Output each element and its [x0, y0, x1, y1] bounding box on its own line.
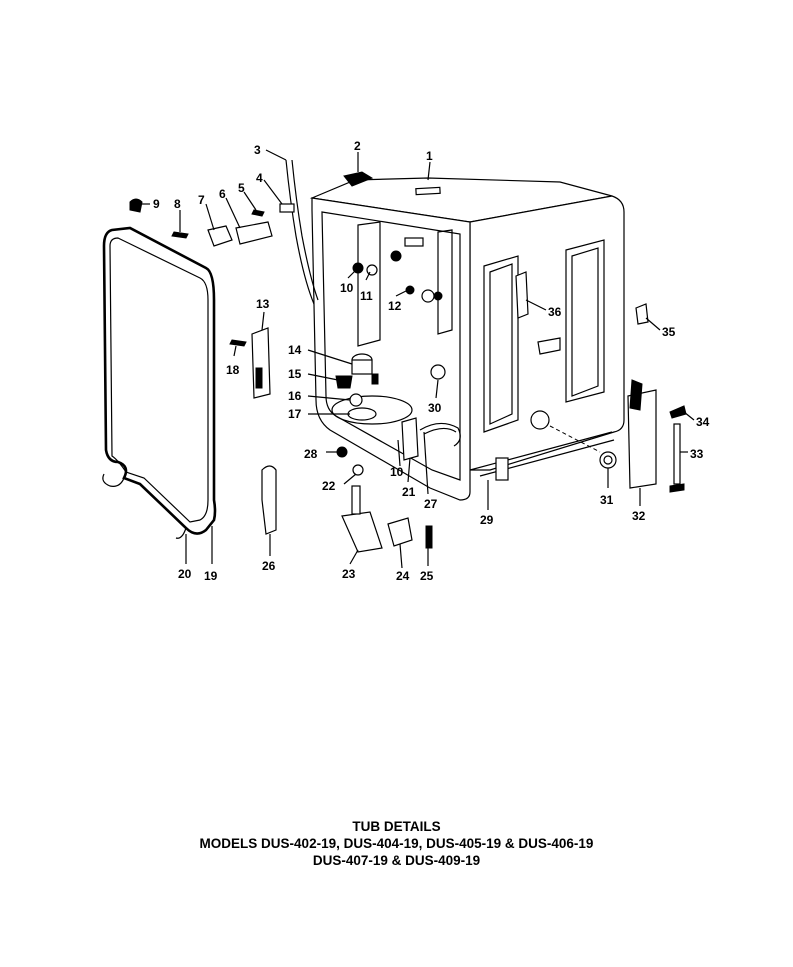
callout-8: 8 — [174, 197, 181, 211]
callout-33: 33 — [690, 447, 704, 461]
caption-title: TUB DETAILS — [352, 819, 441, 834]
callout-23: 23 — [342, 567, 356, 581]
callout-15: 15 — [288, 367, 302, 381]
callout-16: 16 — [288, 389, 302, 403]
exploded-parts-diagram: 1 2 3 4 5 6 7 8 9 10 11 12 13 14 15 16 1… — [102, 139, 710, 583]
callout-1: 1 — [426, 149, 433, 163]
callout-34: 34 — [696, 415, 710, 429]
callout-36: 36 — [548, 305, 562, 319]
callout-13: 13 — [256, 297, 270, 311]
callout-6: 6 — [219, 187, 226, 201]
callout-19: 19 — [204, 569, 218, 583]
callout-9: 9 — [153, 197, 160, 211]
caption-models-line-2: DUS-407-19 & DUS-409-19 — [312, 853, 481, 868]
callout-29: 29 — [480, 513, 494, 527]
callout-22: 22 — [322, 479, 336, 493]
callout-2: 2 — [354, 139, 361, 153]
callout-25: 25 — [420, 569, 434, 583]
small-parts — [129, 159, 687, 553]
callout-10-lower: 10 — [390, 465, 404, 479]
door-gasket — [102, 226, 217, 539]
callout-30: 30 — [428, 401, 442, 415]
callout-10-upper: 10 — [340, 281, 354, 295]
callout-4: 4 — [256, 171, 263, 185]
caption-models-line: MODELS DUS-402-19, DUS-404-19, DUS-405-1… — [199, 836, 594, 851]
diagram-caption: TUB DETAILS MODELS DUS-402-19, DUS-404-1… — [0, 818, 793, 869]
callout-5: 5 — [238, 181, 245, 195]
callout-14: 14 — [288, 343, 302, 357]
callout-26: 26 — [262, 559, 276, 573]
callout-7: 7 — [198, 193, 205, 207]
callout-3: 3 — [254, 143, 261, 157]
callout-24: 24 — [396, 569, 410, 583]
callout-20: 20 — [178, 567, 192, 581]
callout-labels: 1 2 3 4 5 6 7 8 9 10 11 12 13 14 15 16 1… — [153, 139, 710, 583]
callout-28: 28 — [304, 447, 318, 461]
callout-27: 27 — [424, 497, 438, 511]
callout-35: 35 — [662, 325, 676, 339]
callout-12: 12 — [388, 299, 402, 313]
callout-31: 31 — [600, 493, 614, 507]
callout-17: 17 — [288, 407, 302, 421]
callout-32: 32 — [632, 509, 646, 523]
tub-body — [309, 177, 625, 501]
leader-lines — [138, 149, 695, 569]
callout-21: 21 — [402, 485, 416, 499]
callout-18: 18 — [226, 363, 240, 377]
callout-11: 11 — [360, 289, 373, 303]
